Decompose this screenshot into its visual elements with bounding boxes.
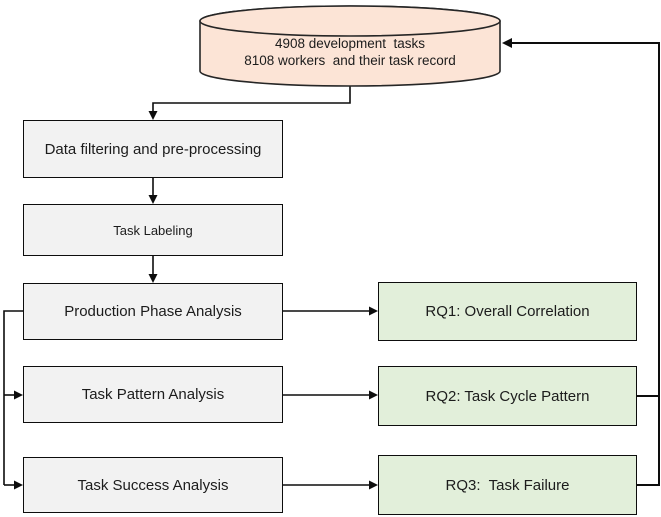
connector-db-to-filtering bbox=[152, 86, 351, 112]
rq2-box-label: RQ2: Task Cycle Pattern bbox=[425, 387, 590, 405]
process-box-data-filtering-label: Data filtering and pre-processing bbox=[44, 140, 262, 158]
process-box-production-phase-analysis-label: Production Phase Analysis bbox=[64, 303, 242, 320]
process-box-data-filtering: Data filtering and pre-processing bbox=[23, 120, 283, 178]
database-label-line1: 4908 development tasks bbox=[274, 36, 426, 51]
arrowhead-into-database bbox=[502, 38, 512, 48]
process-box-task-success-analysis-label: Task Success Analysis bbox=[77, 476, 229, 494]
database-label-line2: 8108 workers and their task record bbox=[244, 53, 456, 68]
process-box-task-labeling: Task Labeling bbox=[23, 204, 283, 256]
arrowhead-into-pattern bbox=[14, 390, 23, 400]
process-box-task-pattern-analysis-label: Task Pattern Analysis bbox=[81, 386, 225, 403]
arrowhead-into-rq2 bbox=[369, 390, 378, 400]
arrowhead-into-rq3 bbox=[369, 480, 378, 490]
connector-feedback-loop bbox=[511, 42, 660, 486]
arrowhead-into-filtering bbox=[148, 111, 158, 120]
process-box-production-phase-analysis: Production Phase Analysis bbox=[23, 283, 283, 340]
arrowhead-into-success bbox=[14, 480, 23, 490]
arrowhead-into-rq1 bbox=[369, 306, 378, 316]
rq1-box: RQ1: Overall Correlation bbox=[378, 282, 637, 341]
process-box-task-pattern-analysis: Task Pattern Analysis bbox=[23, 366, 283, 423]
rq2-box: RQ2: Task Cycle Pattern bbox=[378, 366, 637, 426]
process-box-task-success-analysis: Task Success Analysis bbox=[23, 457, 283, 513]
arrowhead-into-labeling bbox=[148, 195, 158, 204]
arrowhead-into-production bbox=[148, 274, 158, 283]
rq3-box: RQ3: Task Failure bbox=[378, 455, 637, 515]
database-label: 4908 development tasks 8108 workers and … bbox=[210, 31, 490, 73]
rq3-box-label: RQ3: Task Failure bbox=[445, 476, 570, 494]
connector-left-branch bbox=[3, 310, 23, 485]
database-cylinder-top bbox=[199, 5, 501, 37]
process-box-task-labeling-label: Task Labeling bbox=[113, 222, 193, 238]
rq1-box-label: RQ1: Overall Correlation bbox=[425, 303, 590, 320]
